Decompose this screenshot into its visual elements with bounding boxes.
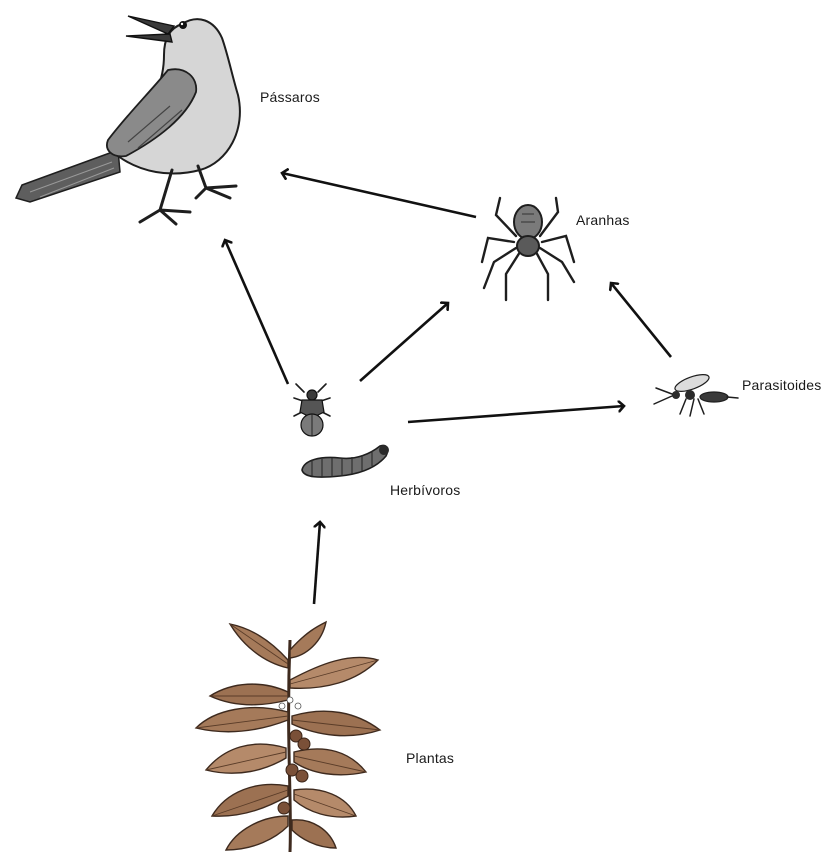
node-label-herbivoros: Herbívoros: [390, 482, 460, 498]
node-label-aranhas: Aranhas: [576, 212, 630, 228]
node-label-passaros: Pássaros: [260, 89, 320, 105]
node-label-parasitoides: Parasitoides: [742, 377, 821, 393]
node-label-plantas: Plantas: [406, 750, 454, 766]
